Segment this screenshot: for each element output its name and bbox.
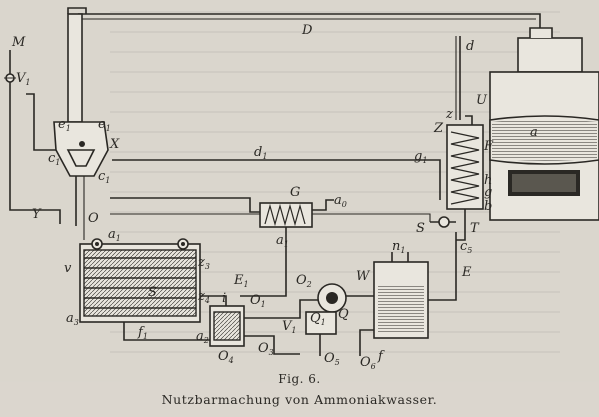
label-z3: z3 — [197, 255, 210, 271]
label-b: b — [484, 199, 492, 214]
valve-T — [430, 209, 466, 241]
pipe-d1 — [112, 159, 441, 200]
label-E1: E1 — [233, 273, 249, 289]
label-O: O — [88, 211, 99, 226]
label-a2: a2 — [196, 329, 209, 345]
label-T: T — [470, 221, 480, 236]
label-E: E — [461, 265, 472, 280]
tube-exchanger-main — [79, 238, 236, 341]
label-Z: Z — [433, 121, 444, 136]
heat-exchanger-F — [240, 199, 334, 297]
label-O2: O2 — [296, 273, 312, 289]
label-D: D — [301, 23, 313, 38]
label-g: g — [484, 185, 492, 200]
label-n1: n1 — [392, 239, 405, 255]
separator-X — [9, 13, 109, 240]
label-Q1: Q1 — [310, 311, 326, 327]
figure-number: Fig. 6. — [278, 372, 321, 386]
label-S: S — [416, 221, 425, 236]
label-z: z — [445, 107, 453, 122]
label-h: h — [484, 173, 492, 188]
label-f1: f1 — [137, 325, 148, 341]
label-Y: Y — [32, 207, 42, 222]
label-f: f — [377, 349, 385, 364]
figure-title: Nutzbarmachung von Ammoniakwasser. — [161, 392, 438, 407]
label-O6: O6 — [360, 355, 376, 371]
label-Q: Q — [338, 307, 349, 322]
label-O4: O4 — [218, 349, 234, 365]
label-c1: c1 — [48, 151, 60, 167]
coil-condenser — [446, 115, 484, 210]
small-exchanger — [209, 299, 330, 355]
label-O5: O5 — [324, 351, 340, 367]
label-a1: a1 — [108, 227, 121, 243]
label-c5: c5 — [460, 239, 472, 255]
label-O3: O3 — [258, 341, 274, 357]
tank-W — [346, 232, 457, 356]
label-X: X — [109, 137, 120, 152]
label-V1: V1 — [16, 71, 30, 87]
label-d: d — [466, 39, 474, 54]
valve-V1 — [4, 50, 16, 150]
label-a: a — [530, 125, 538, 140]
label-e1: e1 — [58, 117, 71, 133]
label-U: U — [476, 93, 488, 108]
label-W: W — [356, 269, 371, 284]
label-v: v — [64, 261, 72, 276]
label-G1: G — [290, 185, 300, 200]
boiler-vessel — [489, 27, 599, 221]
label-a3: a3 — [66, 311, 79, 327]
pump — [305, 283, 347, 356]
label-M: M — [11, 35, 26, 50]
label-g1: g1 — [414, 149, 427, 165]
label-a0: a0 — [334, 193, 347, 209]
label-alpha1: a1 — [276, 233, 289, 249]
label-S-bottom: S — [148, 285, 157, 300]
label-O1: O1 — [250, 293, 266, 309]
label-z4: z4 — [197, 289, 210, 305]
label-e1b: e1 — [98, 117, 111, 133]
label-d1: d1 — [254, 145, 267, 161]
label-i: i — [222, 291, 226, 306]
label-F: F — [483, 139, 494, 154]
label-c1b: c1 — [98, 169, 110, 185]
label-V1b: V1 — [282, 319, 296, 335]
